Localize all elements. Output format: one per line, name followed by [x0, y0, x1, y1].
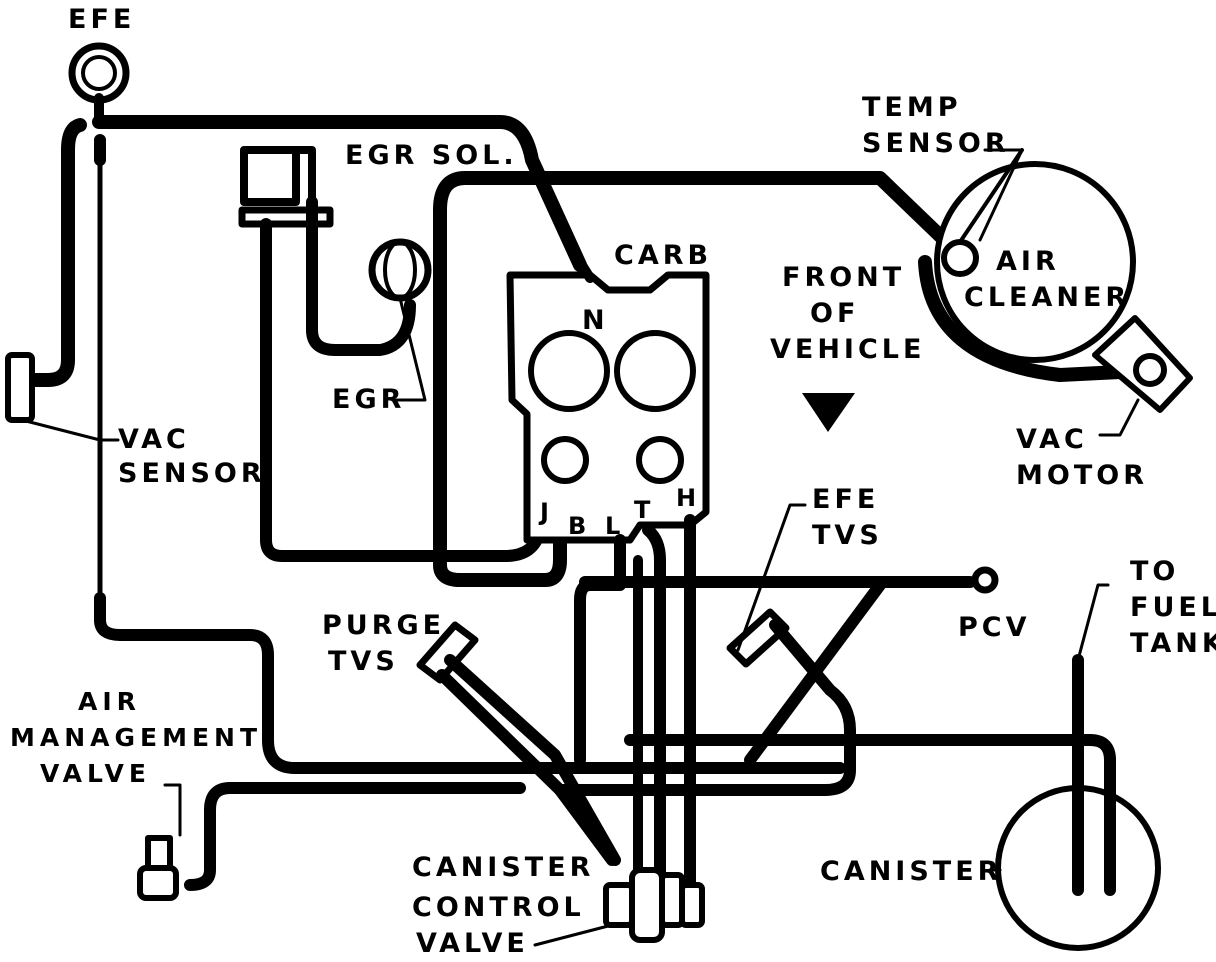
label-air-cleaner-2: CLEANER	[964, 282, 1131, 313]
egr-solenoid	[238, 146, 451, 562]
hose-carb-t	[642, 524, 666, 906]
label-carb-port-b: B	[568, 512, 591, 540]
label-carb-port-n: N	[582, 305, 609, 336]
label-front-1: FRONT	[782, 262, 906, 293]
label-carb: CARB	[614, 240, 713, 271]
label-carb-port-j: J	[540, 498, 553, 526]
air-cleaner	[918, 148, 1136, 382]
label-pcv: PCV	[958, 612, 1031, 643]
label-canister-ctrl-1: CANISTER	[412, 852, 595, 883]
label-to-fuel-tank-3: TANK	[1130, 628, 1216, 659]
hose-efe-to-vac-sensor	[15, 118, 87, 387]
hose-air-mgmt-valve	[184, 782, 526, 891]
label-egr-sol: EGR SOL.	[345, 140, 518, 171]
carburetor	[506, 271, 710, 544]
hose-vac-sensor-to-mid	[94, 614, 846, 774]
label-air-mgmt-1: AIR	[78, 687, 141, 716]
label-efe-top: EFE	[68, 4, 136, 35]
label-carb-port-h: H	[676, 484, 701, 512]
label-temp-sensor-1: TEMP	[862, 92, 962, 123]
vac-sensor-body	[5, 352, 35, 423]
hose-efe-to-egr-sol	[92, 115, 587, 272]
label-efe-tvs-1: EFE	[812, 484, 880, 515]
label-air-mgmt-2: MANAGEMENT	[10, 723, 263, 752]
label-vac-sensor-1: VAC	[118, 424, 190, 455]
label-air-mgmt-3: VALVE	[40, 759, 151, 788]
canister	[990, 583, 1161, 951]
hose-air-cleaner-loop	[433, 171, 967, 587]
air-management-valve	[137, 783, 182, 901]
pcv-port	[971, 566, 999, 594]
label-carb-port-t: T	[634, 496, 655, 524]
label-egr: EGR	[332, 384, 406, 415]
label-carb-port-l: L	[605, 512, 625, 540]
label-canister-ctrl-2: CONTROL	[412, 892, 585, 923]
hose-carb-l	[574, 534, 626, 766]
label-purge-tvs-2: TVS	[328, 646, 399, 677]
label-air-cleaner-1: AIR	[996, 246, 1060, 277]
label-front-3: VEHICLE	[770, 334, 926, 365]
label-canister: CANISTER	[820, 856, 1003, 887]
label-canister-ctrl-3: VALVE	[416, 928, 529, 959]
label-efe-tvs-2: TVS	[812, 520, 883, 551]
efe-actuator	[68, 42, 130, 125]
vac-motor	[1092, 315, 1193, 437]
label-to-fuel-tank-2: FUEL	[1130, 592, 1216, 623]
efe-tvs	[554, 503, 856, 796]
label-to-fuel-tank-1: TO	[1130, 556, 1180, 587]
label-temp-sensor-2: SENSOR	[862, 128, 1010, 159]
label-purge-tvs-1: PURGE	[322, 610, 446, 641]
label-vac-motor-1: VAC	[1016, 424, 1088, 455]
front-of-vehicle-arrow	[802, 393, 855, 432]
canister-control-valve	[533, 867, 705, 947]
label-vac-motor-2: MOTOR	[1016, 460, 1148, 491]
egr-valve	[368, 238, 432, 302]
egr-leader	[393, 296, 427, 402]
label-front-2: OF	[810, 298, 860, 329]
label-vac-sensor-2: SENSOR	[118, 458, 266, 489]
vac-sensor-leader	[20, 418, 120, 442]
purge-tvs	[416, 621, 621, 866]
